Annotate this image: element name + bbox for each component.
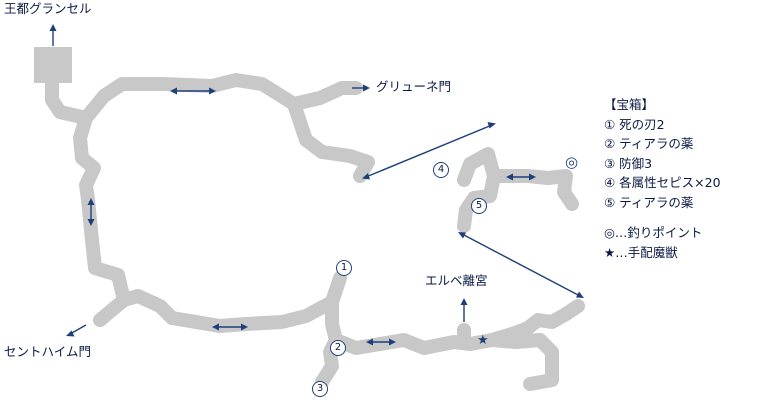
arrow-warp-east xyxy=(458,232,584,298)
legend-item: ② ティアラの薬 xyxy=(604,136,694,151)
road-south-branch xyxy=(325,295,559,391)
legend: 【宝箱】 ① 死の刃2 ② ティアラの薬 ③ 防御3 ④ 各属性セピス×20 ⑤… xyxy=(604,95,754,262)
boss-star-icon: ★ xyxy=(477,333,489,348)
road-fishing xyxy=(487,169,579,211)
legend-title: 【宝箱】 xyxy=(604,97,655,112)
road-gryune-branch xyxy=(287,97,375,183)
road-west xyxy=(45,75,131,327)
legend-boss: ★…手配魔獣 xyxy=(604,244,678,260)
marker-4: 4 xyxy=(433,162,449,178)
arrow-gryune xyxy=(352,84,370,92)
legend-item: ④ 各属性セピス×20 xyxy=(604,175,721,190)
legend-item: ① 死の刃2 xyxy=(604,116,665,132)
road-north-east xyxy=(457,147,501,233)
arrow-sentheim xyxy=(66,324,87,337)
legend-spacer xyxy=(604,212,754,223)
marker-2: 2 xyxy=(330,340,346,356)
arrow-fishing-link xyxy=(506,173,536,181)
marker-3: 3 xyxy=(312,381,328,397)
legend-item: ③ 防御3 xyxy=(604,155,653,171)
arrow-north-link xyxy=(170,87,216,95)
arrow-capital xyxy=(49,24,57,46)
legend-fishing: ◎…釣りポイント xyxy=(604,225,703,240)
road-south xyxy=(117,271,347,333)
label-erbe-palace: エルベ離宮 xyxy=(425,273,488,288)
arrow-erbe xyxy=(460,298,468,322)
label-capital: 王都グランセル xyxy=(4,1,92,16)
legend-item: ⑤ ティアラの薬 xyxy=(604,194,694,210)
marker-5: 5 xyxy=(471,198,487,214)
arrow-south-link xyxy=(212,323,248,331)
label-sentheim-gate: セントハイム門 xyxy=(4,344,92,359)
arrow-south-east-link xyxy=(366,338,396,346)
road-north xyxy=(79,73,363,125)
road-east xyxy=(485,299,585,347)
fishing-spot-icon: ◎ xyxy=(565,153,579,171)
arrow-warp-north xyxy=(362,122,496,180)
marker-1: 1 xyxy=(336,260,352,276)
arrow-west-link xyxy=(87,198,95,226)
label-gryune-gate: グリューネ門 xyxy=(376,79,452,94)
